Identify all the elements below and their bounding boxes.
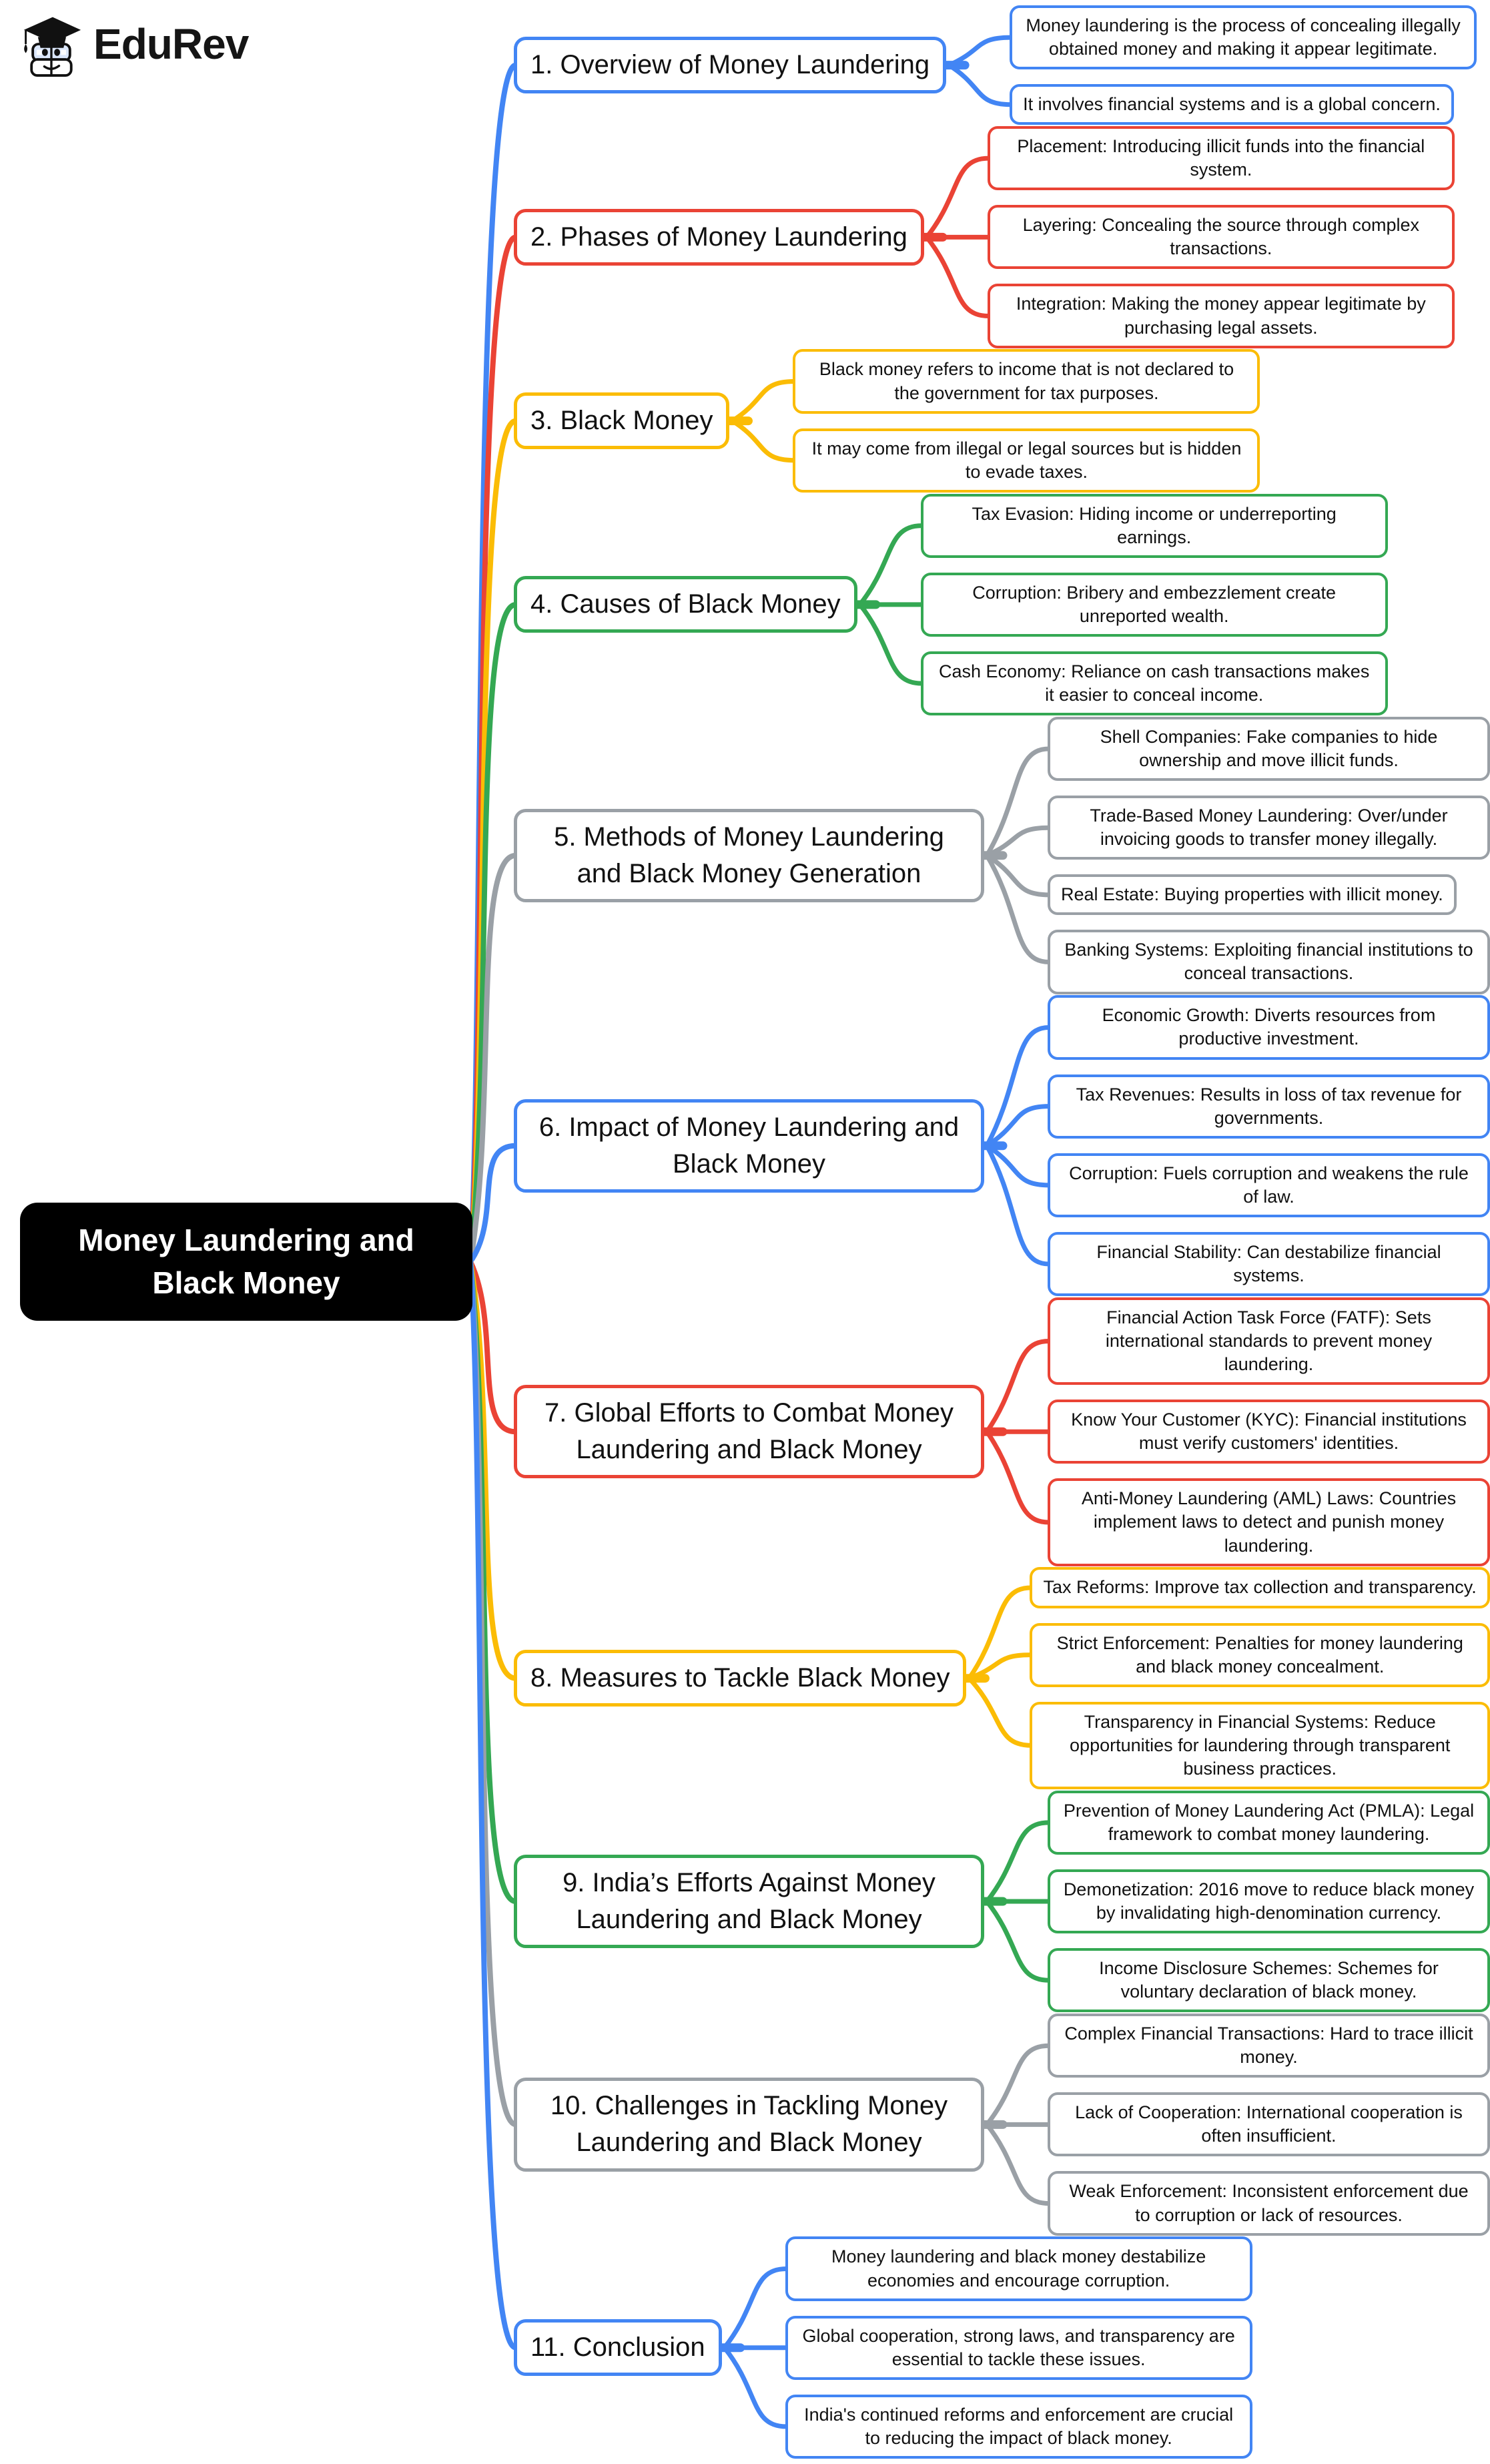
branch-group-2: 2. Phases of Money Laundering Placement: … xyxy=(514,126,1490,348)
leaf-node-8-1: Tax Reforms: Improve tax collection and … xyxy=(1030,1567,1490,1608)
branch-node-5: 5. Methods of Money Laundering and Black… xyxy=(514,808,984,902)
leaf-node-2-1: Placement: Introducing illicit funds int… xyxy=(987,126,1455,191)
leaf-node-10-1: Complex Financial Transactions: Hard to … xyxy=(1048,2014,1490,2078)
branch-leaves-4: Tax Evasion: Hiding income or underrepor… xyxy=(920,493,1388,716)
leaf-node-7-1: Financial Action Task Force (FATF): Sets… xyxy=(1048,1297,1490,1385)
leaf-node-10-3: Weak Enforcement: Inconsistent enforceme… xyxy=(1048,2171,1490,2236)
branch-node-1: 1. Overview of Money Laundering xyxy=(514,37,947,94)
leaf-node-5-4: Banking Systems: Exploiting financial in… xyxy=(1048,930,1490,994)
branch-group-4: 4. Causes of Black Money Tax Evasion: Hid… xyxy=(514,493,1490,716)
leaf-node-4-3: Cash Economy: Reliance on cash transacti… xyxy=(920,651,1388,716)
root-branch-connector-3 xyxy=(468,418,518,1265)
leaf-node-4-1: Tax Evasion: Hiding income or underrepor… xyxy=(920,493,1388,558)
branch-group-7: 7. Global Efforts to Combat Money Launde… xyxy=(514,1297,1490,1566)
branch-node-9: 9. India’s Efforts Against Money Launder… xyxy=(514,1854,984,1949)
branch-leaves-8: Tax Reforms: Improve tax collection and … xyxy=(1030,1567,1490,1789)
branch-group-10: 10. Challenges in Tackling Money Launder… xyxy=(514,2014,1490,2236)
edurev-mascot-icon xyxy=(23,17,81,77)
branch-node-11: 11. Conclusion xyxy=(514,2319,722,2377)
leaf-node-2-3: Integration: Making the money appear leg… xyxy=(987,284,1455,348)
leaf-node-6-3: Corruption: Fuels corruption and weakens… xyxy=(1048,1153,1490,1217)
leaf-node-3-2: It may come from illegal or legal source… xyxy=(793,428,1260,493)
leaf-node-6-2: Tax Revenues: Results in loss of tax rev… xyxy=(1048,1074,1490,1139)
leaf-node-1-2: It involves financial systems and is a g… xyxy=(1010,84,1454,125)
branch-node-8: 8. Measures to Tackle Black Money xyxy=(514,1650,967,1707)
branch-group-3: 3. Black Money Black money refers to inco… xyxy=(514,349,1490,493)
leaf-node-2-2: Layering: Concealing the source through … xyxy=(987,205,1455,270)
branch-leaves-6: Economic Growth: Diverts resources from … xyxy=(1048,995,1490,1297)
branch-node-3: 3. Black Money xyxy=(514,392,730,450)
branch-node-10: 10. Challenges in Tackling Money Launder… xyxy=(514,2078,984,2172)
branch-group-6: 6. Impact of Money Laundering and Black … xyxy=(514,995,1490,1297)
leaf-node-5-2: Trade-Based Money Laundering: Over/under… xyxy=(1048,796,1490,860)
root-branch-connector-10 xyxy=(468,1259,518,2128)
leaf-node-4-2: Corruption: Bribery and embezzlement cre… xyxy=(920,572,1388,637)
root-branch-connector-4 xyxy=(468,601,518,1265)
leaf-node-8-3: Transparency in Financial Systems: Reduc… xyxy=(1030,1701,1490,1789)
branch-node-6: 6. Impact of Money Laundering and Black … xyxy=(514,1099,984,1193)
leaf-node-9-1: Prevention of Money Laundering Act (PMLA… xyxy=(1048,1790,1490,1855)
branch-node-2: 2. Phases of Money Laundering xyxy=(514,208,924,266)
root-branch-connector-5 xyxy=(468,852,518,1265)
branch-leaves-11: Money laundering and black money destabi… xyxy=(785,2236,1252,2459)
root-branch-connector-8 xyxy=(468,1259,518,1681)
leaf-node-6-4: Financial Stability: Can destabilize fin… xyxy=(1048,1231,1490,1297)
leaf-node-8-2: Strict Enforcement: Penalties for money … xyxy=(1030,1622,1490,1687)
branch-leaves-5: Shell Companies: Fake companies to hide … xyxy=(1048,716,1490,994)
leaf-node-7-3: Anti-Money Laundering (AML) Laws: Countr… xyxy=(1048,1478,1490,1566)
leaf-node-7-2: Know Your Customer (KYC): Financial inst… xyxy=(1048,1400,1490,1464)
leaf-node-10-2: Lack of Cooperation: International coope… xyxy=(1048,2092,1490,2157)
branch-group-1: 1. Overview of Money Laundering Money lau… xyxy=(514,5,1490,125)
branch-node-7: 7. Global Efforts to Combat Money Launde… xyxy=(514,1385,984,1479)
edurev-logo-text: EduRev xyxy=(93,20,249,68)
edurev-logo: EduRev xyxy=(19,11,249,77)
leaf-node-9-3: Income Disclosure Schemes: Schemes for v… xyxy=(1048,1948,1490,2013)
leaf-node-11-3: India's continued reforms and enforcemen… xyxy=(785,2394,1252,2459)
branch-leaves-3: Black money refers to income that is not… xyxy=(793,349,1260,493)
root-branch-connector-1 xyxy=(468,62,518,1265)
root-branch-connector-9 xyxy=(468,1259,518,1905)
branch-leaves-7: Financial Action Task Force (FATF): Sets… xyxy=(1048,1297,1490,1566)
leaf-node-6-1: Economic Growth: Diverts resources from … xyxy=(1048,995,1490,1060)
leaf-node-3-1: Black money refers to income that is not… xyxy=(793,349,1260,414)
branch-leaves-1: Money laundering is the process of conce… xyxy=(1010,5,1477,125)
branch-leaves-2: Placement: Introducing illicit funds int… xyxy=(987,126,1455,348)
root-branch-connector-7 xyxy=(468,1259,518,1435)
root-branch-connector-6 xyxy=(468,1143,518,1265)
leaf-node-11-1: Money laundering and black money destabi… xyxy=(785,2236,1252,2301)
branch-group-8: 8. Measures to Tackle Black Money Tax Ref… xyxy=(514,1567,1490,1789)
root-branch-connector-11 xyxy=(468,1259,518,2351)
branch-leaves-10: Complex Financial Transactions: Hard to … xyxy=(1048,2014,1490,2236)
leaf-node-5-3: Real Estate: Buying properties with illi… xyxy=(1048,874,1457,916)
branch-node-4: 4. Causes of Black Money xyxy=(514,576,857,633)
leaf-node-11-2: Global cooperation, strong laws, and tra… xyxy=(785,2315,1252,2380)
branch-leaves-9: Prevention of Money Laundering Act (PMLA… xyxy=(1048,1790,1490,2013)
leaf-node-1-1: Money laundering is the process of conce… xyxy=(1010,5,1477,70)
branch-group-9: 9. India’s Efforts Against Money Launder… xyxy=(514,1790,1490,2013)
root-node: Money Laundering and Black Money xyxy=(20,1203,472,1321)
root-branch-connector-2 xyxy=(468,234,518,1265)
branch-group-11: 11. Conclusion Money laundering and black… xyxy=(514,2236,1490,2459)
leaf-node-9-2: Demonetization: 2016 move to reduce blac… xyxy=(1048,1869,1490,1934)
leaf-node-5-1: Shell Companies: Fake companies to hide … xyxy=(1048,716,1490,782)
branch-group-5: 5. Methods of Money Laundering and Black… xyxy=(514,716,1490,994)
